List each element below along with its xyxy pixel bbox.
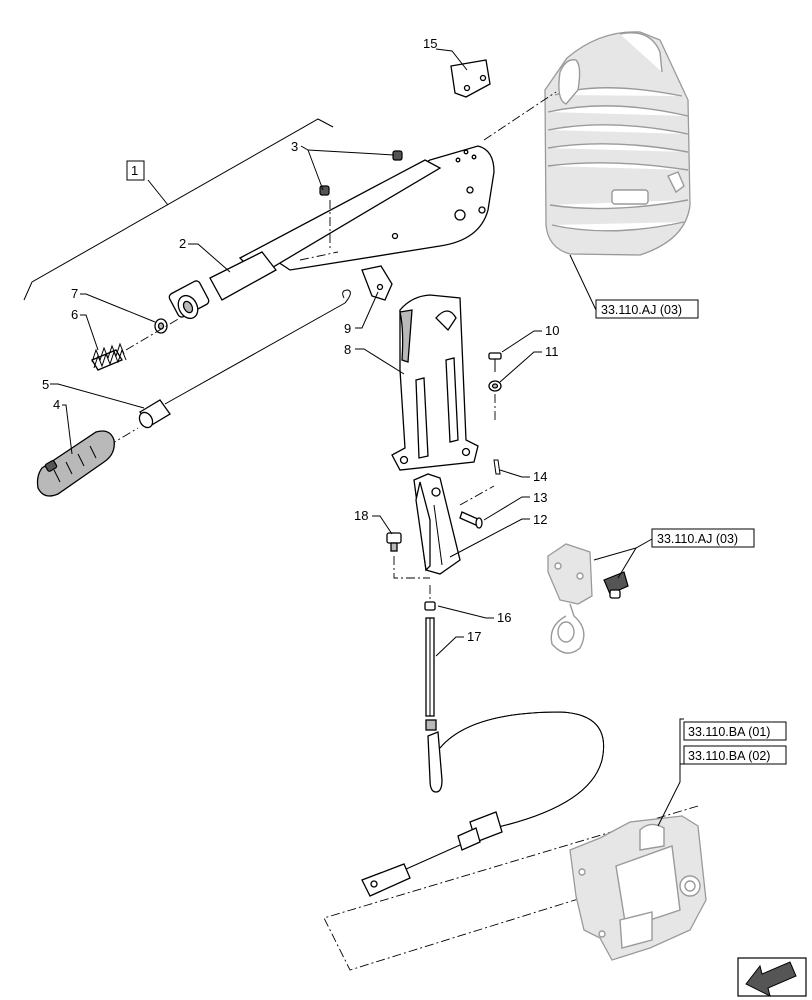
- callout-15: 15: [423, 36, 437, 51]
- callout-7: 7: [71, 286, 78, 301]
- callout-11: 11: [545, 344, 559, 359]
- callout-5: 5: [42, 377, 49, 392]
- callout-14: 14: [533, 469, 547, 484]
- callout-2: 2: [179, 236, 186, 251]
- hand-brake-lever-2: [168, 145, 495, 320]
- washer-11: [488, 380, 502, 392]
- bracket-bolt: [603, 571, 629, 599]
- callout-13: 13: [533, 490, 547, 505]
- callout-8: 8: [344, 342, 351, 357]
- dash-line-housing-plane: [323, 805, 699, 971]
- previous-page-arrow-icon[interactable]: [737, 957, 807, 997]
- ref-link-boot[interactable]: 33.110.AJ (03): [595, 299, 699, 319]
- ref-link-housing-2[interactable]: 33.110.BA (02): [683, 745, 787, 765]
- clip-9: [361, 265, 393, 301]
- cable-end-17: [425, 617, 437, 731]
- ref-link-bracket[interactable]: 33.110.AJ (03): [651, 528, 755, 548]
- callout-6: 6: [71, 307, 78, 322]
- brake-lever-boot: [544, 31, 691, 256]
- dash-line-pin: [459, 485, 495, 506]
- nut-16: [424, 601, 436, 611]
- bolt-10: [488, 352, 502, 372]
- callout-3: 3: [291, 139, 298, 154]
- dash-line-screw-18: [393, 556, 430, 579]
- ratchet-bracket-8: [391, 294, 479, 471]
- clevis-bracket-12: [413, 473, 461, 575]
- callout-10: 10: [545, 323, 559, 338]
- mounting-bracket-eye: [547, 543, 593, 654]
- callout-1-box: [126, 160, 145, 181]
- leader-lines: [50, 48, 681, 827]
- spring-6: [91, 342, 127, 371]
- split-pin-14: [493, 459, 501, 475]
- plate-15: [450, 59, 491, 98]
- callout-17: 17: [467, 629, 481, 644]
- ref-bracket-label: 33.110.AJ (03): [657, 532, 738, 546]
- callout-18: 18: [354, 508, 368, 523]
- brake-cable: [361, 711, 605, 897]
- assembly-bracket-1: [23, 118, 334, 301]
- ref-boot-label: 33.110.AJ (03): [601, 303, 682, 317]
- dash-line-lever-2: [299, 251, 339, 261]
- screw-18: [386, 532, 402, 552]
- dash-line-spring: [125, 317, 181, 351]
- callout-12: 12: [533, 512, 547, 527]
- washer-7: [154, 318, 168, 334]
- ref-housing-2-label: 33.110.BA (02): [688, 749, 770, 763]
- callout-1: 1: [131, 163, 138, 178]
- callout-4: 4: [53, 397, 60, 412]
- dash-line-plate-boot: [483, 91, 557, 141]
- ref-link-housing-1[interactable]: 33.110.BA (01): [683, 721, 787, 741]
- callout-16: 16: [497, 610, 511, 625]
- pin-13: [459, 511, 483, 529]
- ref-housing-1-label: 33.110.BA (01): [688, 725, 770, 739]
- transmission-housing: [569, 815, 707, 961]
- release-rod-5: [138, 289, 351, 429]
- hand-grip-4: [36, 430, 115, 497]
- callout-9: 9: [344, 321, 351, 336]
- ref-housing-bracket: [679, 718, 684, 765]
